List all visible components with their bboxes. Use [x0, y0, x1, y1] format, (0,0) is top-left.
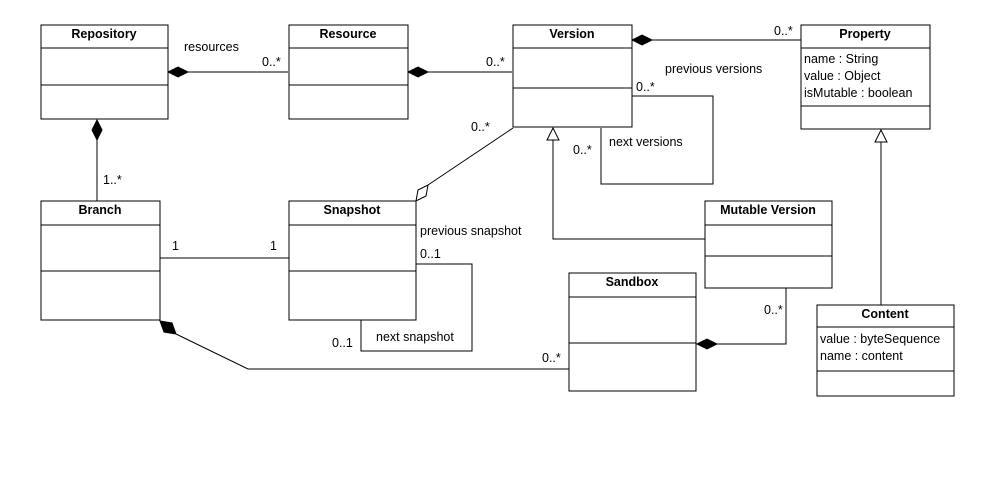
role-previous-snapshot: previous snapshot: [420, 224, 522, 238]
assoc-version-snapshot: [427, 127, 514, 186]
class-name-branch: Branch: [78, 203, 121, 217]
mult-branch-sandbox: 0..*: [542, 351, 561, 365]
composition-diamond-resource: [406, 66, 430, 78]
class-name-sandbox: Sandbox: [606, 275, 659, 289]
property-attribute-name: name : String: [804, 52, 878, 66]
role-resources: resources: [184, 40, 239, 54]
mult-branch: 1..*: [103, 173, 122, 187]
composition-diamond-branch: [159, 320, 177, 335]
mult-version-of-resource: 0..*: [486, 55, 505, 69]
content-attribute-value: value : byteSequence: [820, 332, 940, 346]
generalization-arrow-property: [874, 128, 888, 143]
class-property[interactable]: Property name : String value : Object is…: [800, 24, 931, 130]
mult-next-versions: 0..*: [573, 143, 592, 157]
class-sandbox[interactable]: Sandbox: [568, 272, 697, 392]
class-name-content: Content: [861, 307, 909, 321]
mult-property: 0..*: [774, 24, 793, 38]
aggregation-diamond-snapshot: [415, 184, 429, 202]
class-content[interactable]: Content value : byteSequence name : cont…: [816, 304, 955, 397]
mult-mutable-version-sandbox: 0..*: [764, 303, 783, 317]
mult-previous-versions: 0..*: [636, 80, 655, 94]
class-name-version: Version: [549, 27, 594, 41]
class-snapshot[interactable]: Snapshot: [288, 200, 417, 321]
content-attribute-name: name : content: [820, 349, 903, 363]
role-next-versions: next versions: [609, 135, 683, 149]
composition-diamond-version: [630, 34, 654, 46]
mult-version-snapshot: 0..*: [471, 120, 490, 134]
generalization-mutable-version: [552, 140, 705, 240]
class-version[interactable]: Version: [512, 24, 633, 128]
composition-diamond-repository-branch: [91, 118, 103, 142]
assoc-branch-sandbox: [175, 333, 569, 370]
assoc-mutable-sandbox: [717, 288, 787, 345]
property-attribute-ismutable: isMutable : boolean: [804, 86, 912, 100]
generalization-arrow-version: [546, 126, 560, 141]
mult-resource: 0..*: [262, 55, 281, 69]
property-attribute-value: value : Object: [804, 69, 881, 83]
composition-diamond-sandbox: [695, 338, 719, 350]
mult-branch-end: 1: [172, 239, 179, 253]
class-mutable-version[interactable]: Mutable Version: [704, 200, 833, 289]
assoc-version-self: [600, 95, 714, 185]
mult-snapshot-end: 1: [270, 239, 277, 253]
role-previous-versions: previous versions: [665, 62, 762, 76]
composition-diamond-repository: [166, 66, 190, 78]
class-name-property: Property: [839, 27, 890, 41]
class-name-repository: Repository: [71, 27, 136, 41]
role-next-snapshot: next snapshot: [376, 330, 454, 344]
mult-previous-snapshot: 0..1: [420, 247, 441, 261]
class-name-snapshot: Snapshot: [324, 203, 382, 217]
assoc-snapshot-self: [360, 263, 473, 352]
class-resource[interactable]: Resource: [288, 24, 409, 120]
class-branch[interactable]: Branch: [40, 200, 161, 321]
class-name-resource: Resource: [320, 27, 377, 41]
class-name-mutable-version: Mutable Version: [720, 203, 816, 217]
mult-next-snapshot: 0..1: [332, 336, 353, 350]
class-repository[interactable]: Repository: [40, 24, 169, 120]
